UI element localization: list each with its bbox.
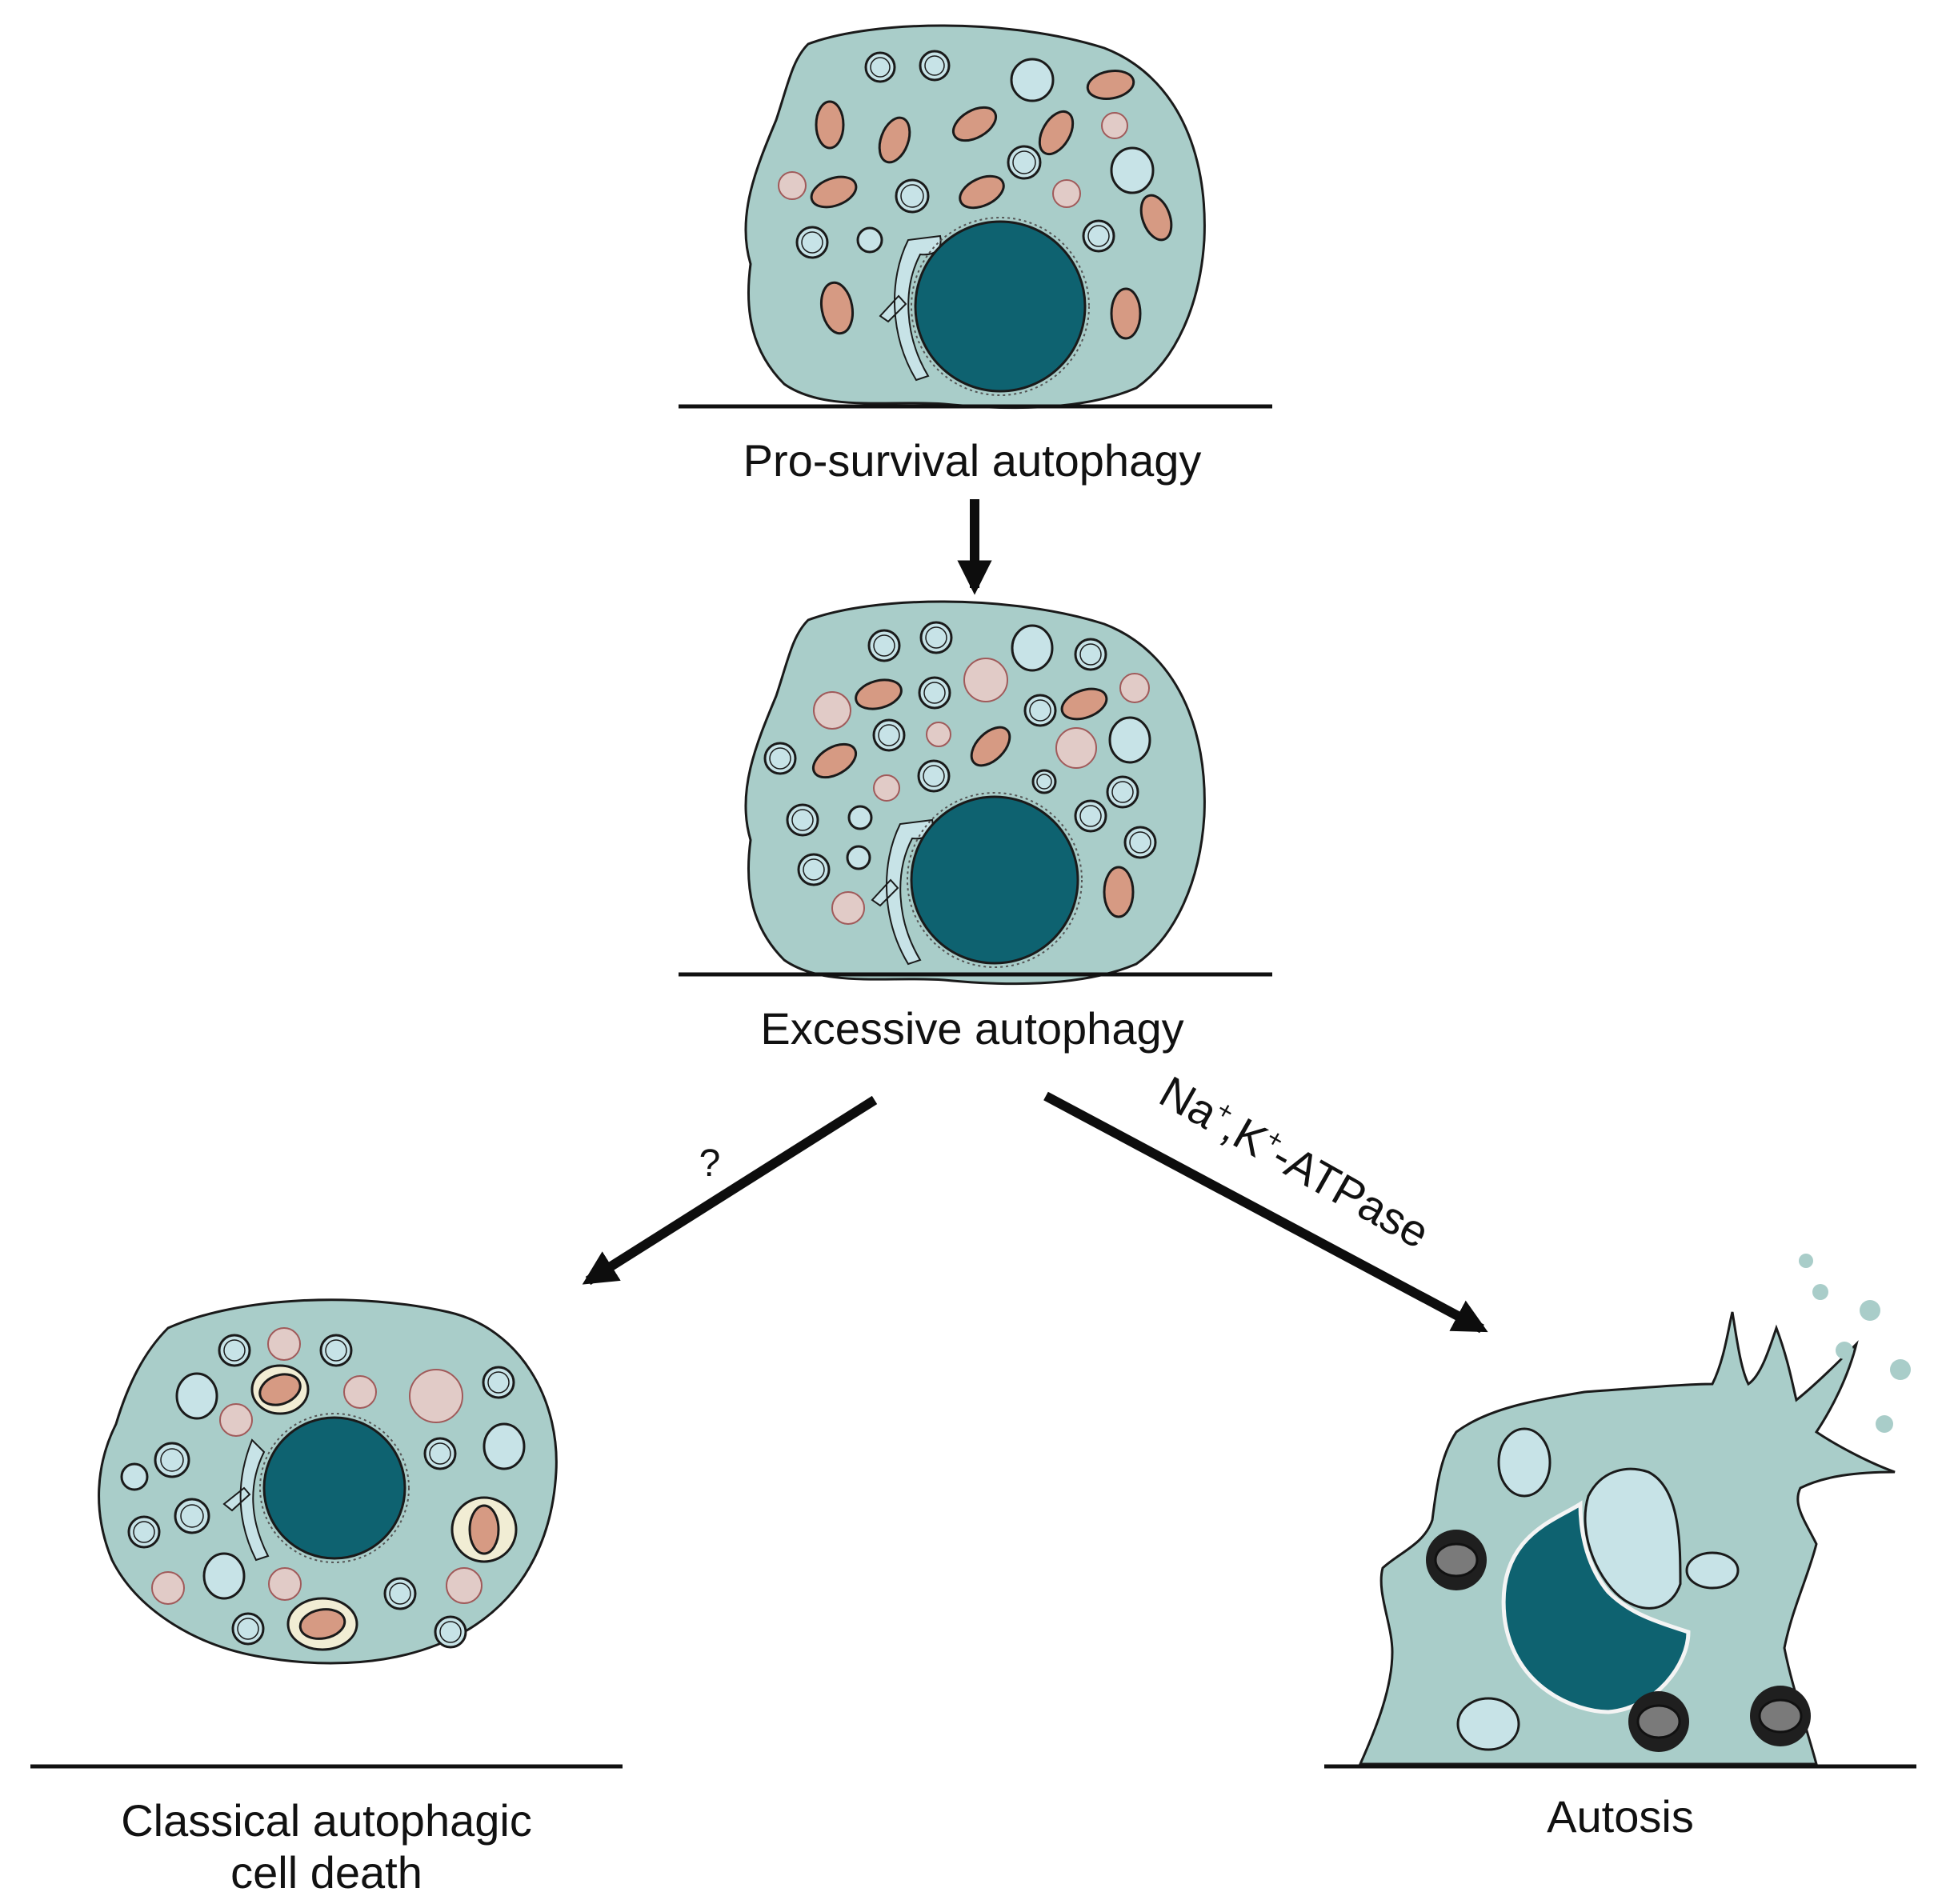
atpase-label: -ATPase <box>1264 1130 1438 1258</box>
autolysosome-group <box>778 112 1128 208</box>
nucleus <box>914 220 1087 393</box>
label-autosis: Autosis <box>1547 1791 1694 1842</box>
autolysosome-group <box>151 1327 482 1605</box>
mitochondria-group <box>810 70 1173 340</box>
sodium-label: Na <box>1151 1066 1227 1139</box>
endoplasmic-reticulum <box>222 1438 270 1562</box>
endoplasmic-reticulum <box>879 234 942 382</box>
label-classical-line2: cell death <box>230 1847 422 1898</box>
vacuole <box>1497 1427 1552 1498</box>
pro-survival-cell <box>744 24 1206 410</box>
blebs <box>1799 1254 1911 1433</box>
label-classical-line1: Classical autophagic <box>121 1795 532 1846</box>
vesicle-group <box>763 621 1157 886</box>
vesicle-group <box>120 1334 526 1649</box>
autophagosome-group <box>250 1364 518 1651</box>
excessive-cell <box>744 600 1206 986</box>
vacuole <box>1456 1697 1520 1751</box>
autosis-cell <box>1358 1254 1911 1766</box>
autolysosome-group <box>813 658 1150 925</box>
vacuole <box>1685 1551 1740 1590</box>
classical-cell <box>98 1298 558 1665</box>
perinuclear-space <box>1584 1467 1682 1610</box>
nucleus <box>910 795 1079 965</box>
label-unknown-path: ? <box>699 1142 721 1185</box>
arrow-to-classical <box>582 1095 878 1286</box>
mitochondria-group <box>811 678 1135 918</box>
vesicle-group <box>795 50 1155 259</box>
label-excessive: Excessive autophagy <box>760 1003 1183 1054</box>
nucleus <box>262 1416 406 1560</box>
damaged-mitochondria-group <box>1426 1530 1811 1752</box>
label-pro-survival: Pro-survival autophagy <box>743 435 1202 486</box>
arrow-to-autosis <box>1043 1091 1488 1334</box>
